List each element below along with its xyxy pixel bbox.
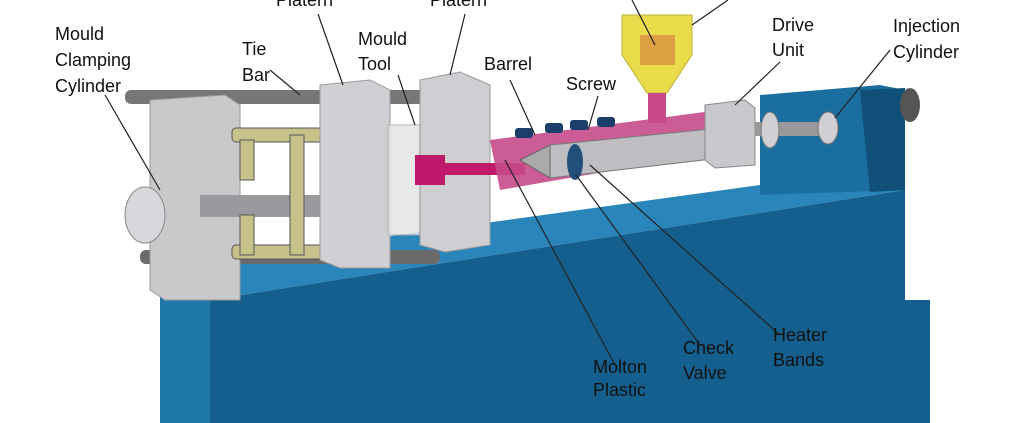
- fixed-platen: [419, 71, 491, 253]
- label-tie-bar: Tie Bar: [242, 39, 271, 85]
- screw: [518, 127, 721, 180]
- molten-plastic: [415, 155, 525, 185]
- label-heater-bands: Heater Bands: [773, 325, 828, 370]
- check-valve: [567, 144, 583, 180]
- label-drive-unit: Drive Unit: [772, 15, 815, 60]
- moving-platen: [319, 79, 391, 269]
- machine-base-front: [160, 268, 210, 423]
- machine-base-top: [160, 185, 905, 300]
- label-clamping-cylinder: Mould Clamping Cylinder: [55, 24, 132, 96]
- label-injection-cylinder: Injection Cylinder: [893, 16, 961, 62]
- toggle-linkage: [231, 127, 343, 260]
- machine-base-side: [210, 190, 930, 423]
- label-screw: Screw: [566, 74, 617, 94]
- leader-lines: [104, 0, 891, 366]
- label-molten-plastic: Molton Plastic: [593, 357, 648, 400]
- injection-cylinder: [817, 111, 839, 145]
- clamp-platen: [149, 94, 241, 301]
- heater-bands: [515, 117, 615, 138]
- drive-unit: [704, 99, 756, 169]
- label-fixed-platen: Platern: [430, 0, 488, 10]
- label-mould-tool: Mould Tool: [358, 29, 408, 74]
- label-check-valve: Check Valve: [683, 338, 735, 383]
- clamping-cylinder: [124, 186, 166, 244]
- label-barrel: Barrel: [484, 54, 533, 74]
- label-moving-platen: Platern: [276, 0, 334, 10]
